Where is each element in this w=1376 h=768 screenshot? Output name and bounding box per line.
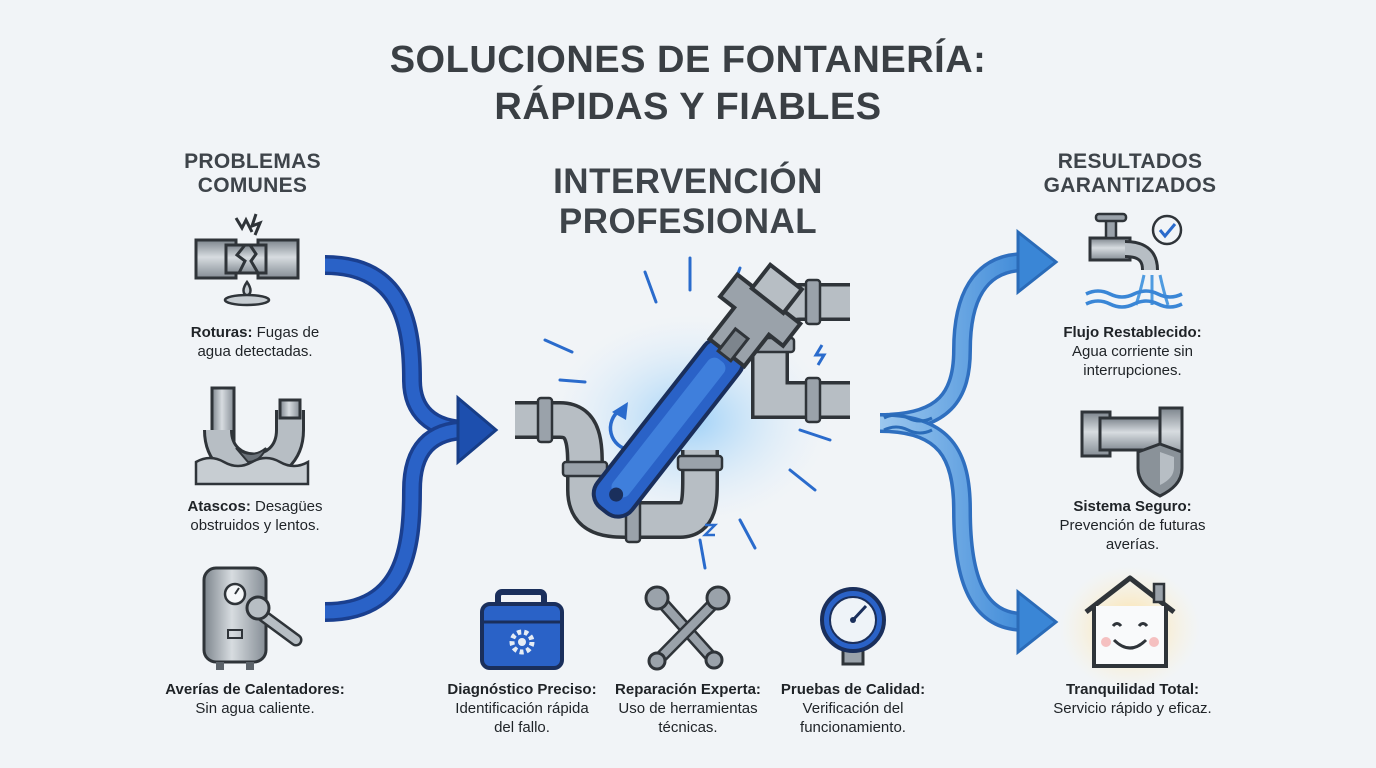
caption-label: Diagnóstico Preciso:: [447, 681, 597, 698]
caption-roturas: Roturas: Fugas de agua detectadas.: [150, 323, 360, 361]
caption-label: Roturas:: [190, 324, 253, 341]
left-heading-line1: PROBLEMAS: [184, 150, 321, 173]
caption-text: obstruidos y lentos.: [190, 517, 320, 534]
right-heading: RESULTADOS GARANTIZADOS: [1020, 150, 1240, 198]
pressure-gauge-icon: [820, 587, 886, 666]
wrench-on-pipes-illustration: [515, 256, 850, 570]
pipe-shield-icon: [1080, 406, 1184, 498]
caption-label: Sistema Seguro:: [1073, 498, 1192, 515]
caption-text: Uso de herramientas: [618, 700, 758, 717]
left-heading: PROBLEMAS COMUNES: [150, 150, 355, 198]
caption-text: Fugas de: [256, 324, 320, 341]
caption-pruebas: Pruebas de Calidad: Verificación del fun…: [770, 680, 936, 737]
caption-label: Pruebas de Calidad:: [780, 681, 926, 698]
caption-text: Identificación rápida: [455, 700, 589, 717]
caption-text: funcionamiento.: [800, 719, 906, 736]
caption-diagnostico: Diagnóstico Preciso: Identificación rápi…: [432, 680, 612, 737]
broken-pipe-icon: [194, 213, 300, 307]
caption-flujo: Flujo Restablecido: Agua corriente sin i…: [1030, 323, 1235, 380]
caption-label: Reparación Experta:: [615, 681, 761, 698]
left-heading-line2: COMUNES: [197, 174, 308, 197]
caption-label: Averías de Calentadores:: [165, 681, 345, 698]
center-heading: INTERVENCIÓN PROFESIONAL: [488, 162, 888, 242]
caption-reparacion: Reparación Experta: Uso de herramientas …: [600, 680, 776, 737]
caption-atascos: Atascos: Desagües obstruidos y lentos.: [150, 497, 360, 535]
caption-sistema: Sistema Seguro: Prevención de futuras av…: [1030, 497, 1235, 554]
caption-text: Sin agua caliente.: [195, 700, 315, 717]
caption-text: técnicas.: [658, 719, 718, 736]
caption-text: agua detectadas.: [197, 343, 313, 360]
right-heading-line1: RESULTADOS: [1057, 150, 1203, 173]
caption-text: del fallo.: [494, 719, 550, 736]
caption-text: Desagües: [254, 498, 323, 515]
caption-tranquilidad: Tranquilidad Total: Servicio rápido y ef…: [1025, 680, 1240, 718]
main-title-line2: RÁPIDAS Y FIABLES: [494, 86, 882, 128]
caption-text: averías.: [1105, 536, 1160, 553]
right-heading-line2: GARANTIZADOS: [1043, 174, 1217, 197]
center-heading-line2: PROFESIONAL: [558, 202, 818, 241]
caption-label: Atascos:: [187, 498, 251, 515]
caption-label: Tranquilidad Total:: [1065, 681, 1200, 698]
caption-text: Verificación del: [802, 700, 904, 717]
water-heater-icon: [202, 566, 303, 670]
caption-text: interrupciones.: [1083, 362, 1182, 379]
converging-arrow-left: [324, 255, 499, 622]
happy-house-icon: [1060, 566, 1200, 690]
wrenches-icon: [644, 585, 731, 671]
caption-text: Agua corriente sin: [1072, 343, 1193, 360]
caption-text: Prevención de futuras: [1059, 517, 1206, 534]
caption-calentadores: Averías de Calentadores: Sin agua calien…: [130, 680, 380, 718]
diverging-arrow-right: [879, 228, 1059, 656]
caption-label: Flujo Restablecido:: [1063, 324, 1202, 341]
center-heading-line1: INTERVENCIÓN: [553, 162, 823, 201]
toolbox-icon: [480, 589, 564, 670]
clogged-drain-icon: [194, 386, 310, 486]
main-title-line1: SOLUCIONES DE FONTANERÍA:: [389, 39, 987, 81]
faucet-check-icon: [1085, 212, 1183, 309]
caption-text: Servicio rápido y eficaz.: [1053, 700, 1212, 717]
